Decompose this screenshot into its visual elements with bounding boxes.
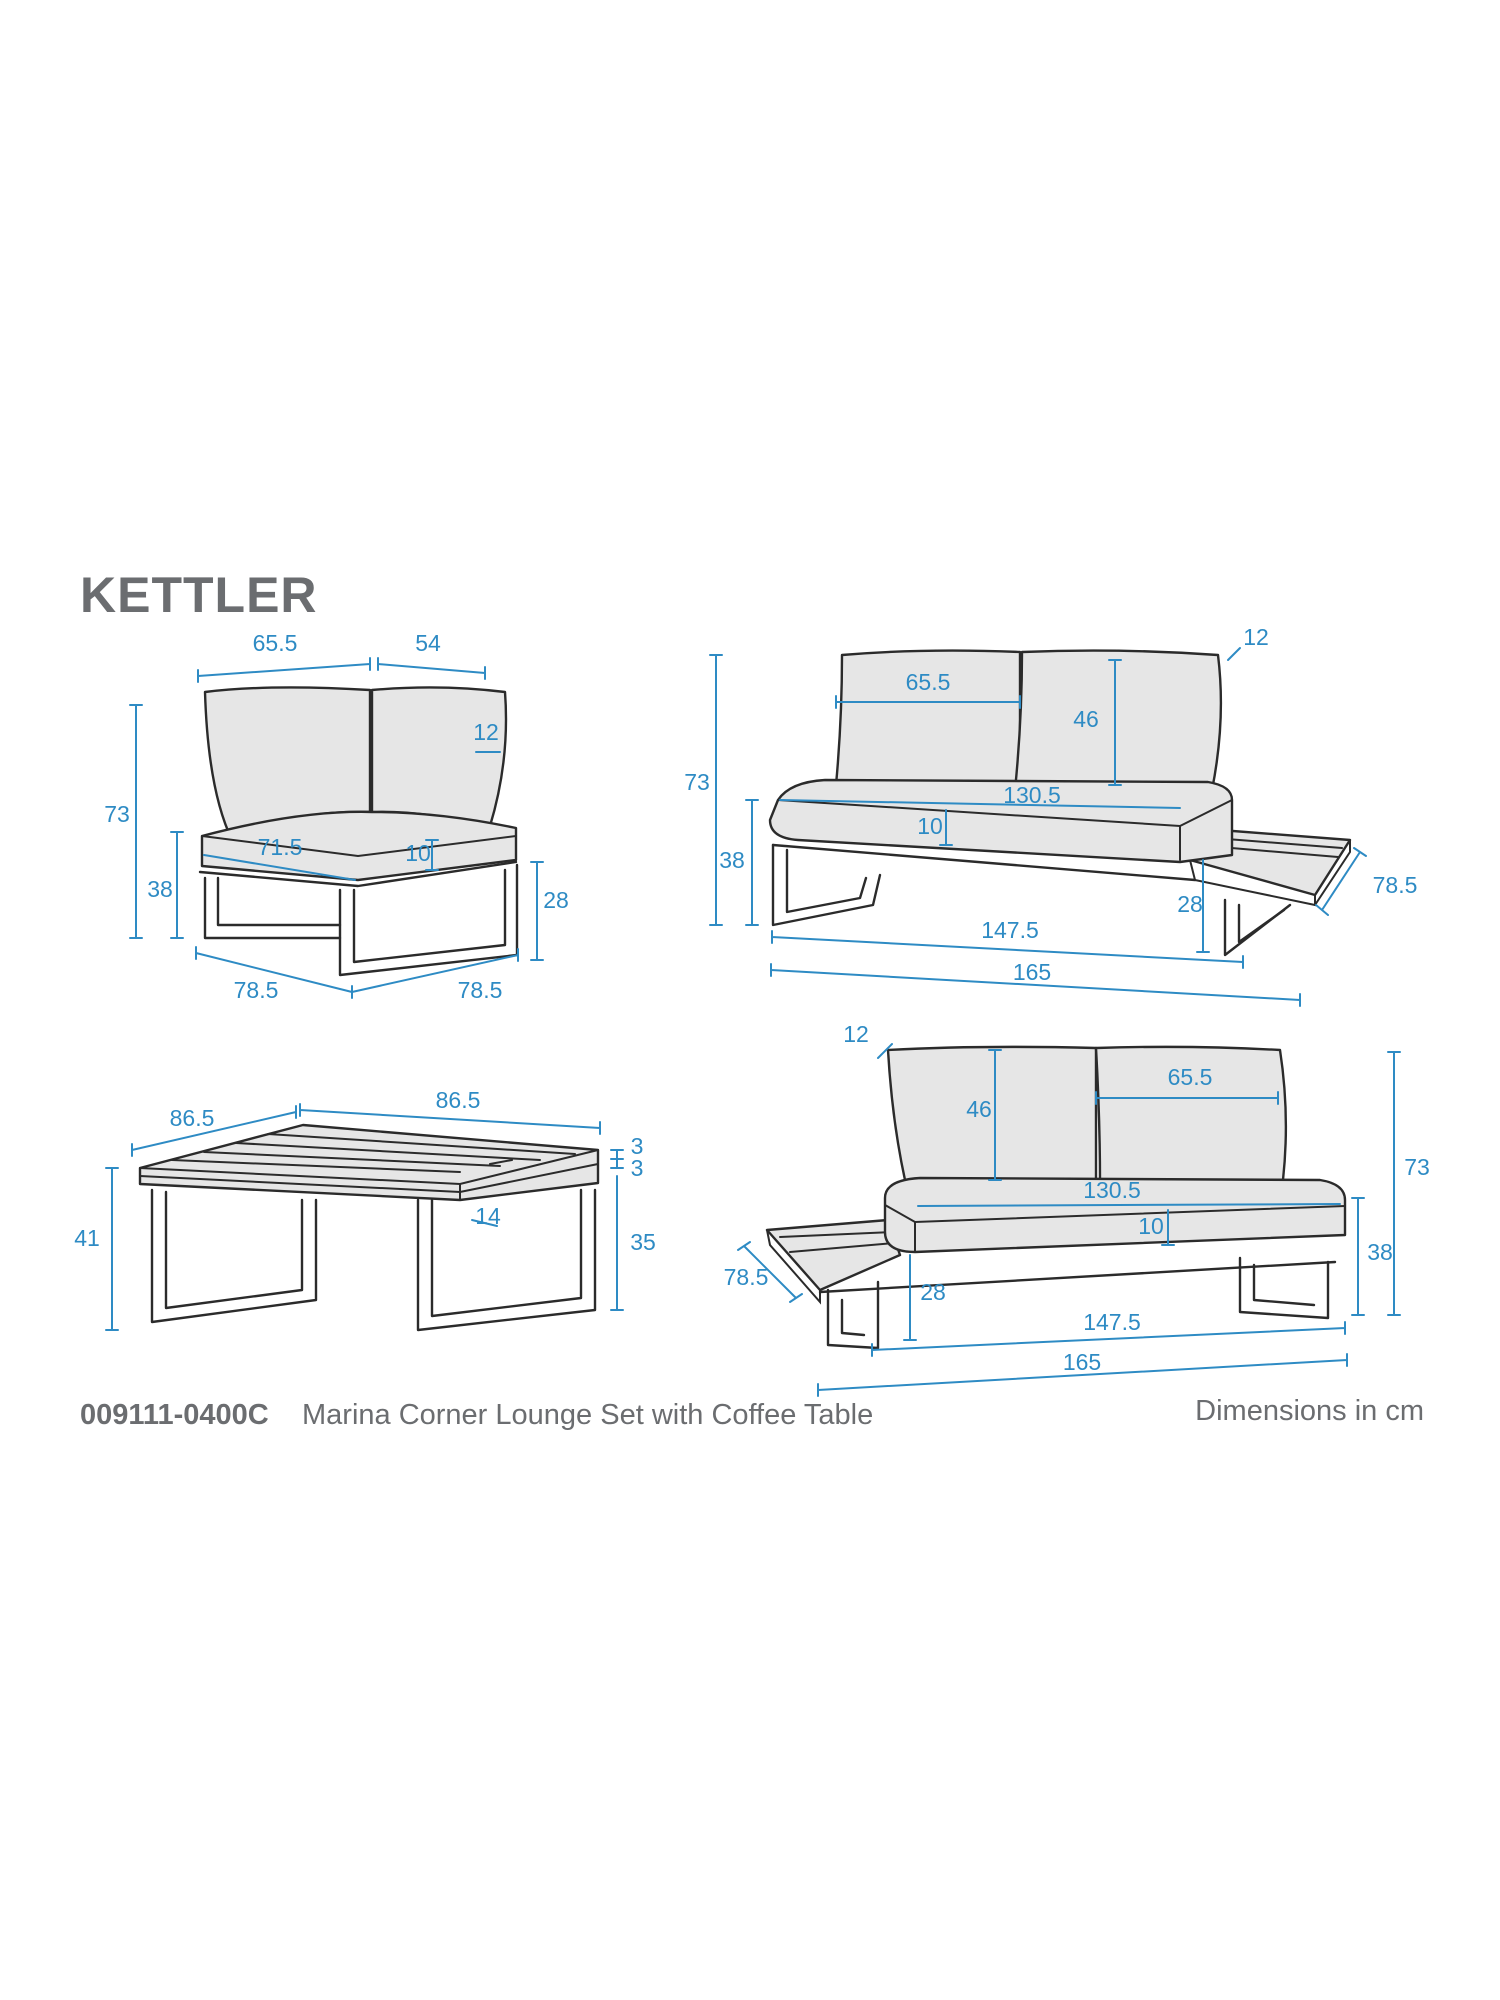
- dimension-label: 73: [1404, 1154, 1430, 1180]
- corner-chair-drawing: [198, 686, 519, 977]
- coffee-table-dimensions: 86.5 86.5 3 3 41 35 14: [74, 1087, 656, 1331]
- coffee-table-drawing: [138, 1123, 600, 1332]
- dimension-label: 78.5: [234, 977, 279, 1003]
- dimension-label: 38: [719, 847, 745, 873]
- dimension-label: 35: [630, 1229, 656, 1255]
- dimension-label: 12: [473, 719, 499, 745]
- dimension-label: 41: [74, 1225, 100, 1251]
- dimension-label: 165: [1063, 1349, 1101, 1375]
- sofa-left-drawing: [765, 1045, 1347, 1350]
- dimension-label: 73: [104, 801, 130, 827]
- units-note: Dimensions in cm: [1195, 1395, 1424, 1427]
- dimension-label: 78.5: [724, 1264, 769, 1290]
- product-name: Marina Corner Lounge Set with Coffee Tab…: [302, 1399, 873, 1431]
- dimension-label: 3: [631, 1155, 644, 1181]
- dimension-label: 130.5: [1083, 1177, 1141, 1203]
- dimension-label: 28: [543, 887, 569, 913]
- dimension-label: 73: [684, 769, 710, 795]
- dimension-label: 12: [1243, 624, 1269, 650]
- dimension-label: 78.5: [1373, 872, 1418, 898]
- product-code: 009111-0400C: [80, 1399, 269, 1431]
- brand-logo: KETTLER: [80, 567, 318, 623]
- corner-chair-dimensions: 65.5 54 12 73 38 71.5 10 28 78.5 78.5: [104, 630, 569, 1003]
- dimension-label: 71.5: [258, 834, 303, 860]
- dimension-label: 38: [147, 876, 173, 902]
- dimension-label: 86.5: [170, 1105, 215, 1131]
- sofa-left-dimensions: 12 46 65.5 73 130.5 10 38 78.5 28 147.5 …: [724, 1021, 1430, 1397]
- dimension-label: 147.5: [981, 917, 1039, 943]
- sofa-right-dimensions: 12 65.5 46 73 130.5 10 38 28 78.5 147.5 …: [684, 624, 1418, 1007]
- dimension-label: 12: [843, 1021, 869, 1047]
- dimension-label: 46: [966, 1096, 992, 1122]
- dimension-label: 65.5: [906, 669, 951, 695]
- sofa-right-drawing: [768, 649, 1352, 957]
- dimension-label: 28: [920, 1279, 946, 1305]
- dimension-label: 54: [415, 630, 441, 656]
- dimension-label: 10: [917, 813, 943, 839]
- dimension-label: 65.5: [253, 630, 298, 656]
- dimension-label: 10: [405, 840, 431, 866]
- dimension-label: 78.5: [458, 977, 503, 1003]
- dimension-label: 28: [1177, 891, 1203, 917]
- dimension-label: 38: [1367, 1239, 1393, 1265]
- dimension-label: 14: [475, 1203, 501, 1229]
- dimension-label: 10: [1138, 1213, 1164, 1239]
- dimension-label: 147.5: [1083, 1309, 1141, 1335]
- dimension-label: 46: [1073, 706, 1099, 732]
- dimension-label: 65.5: [1168, 1064, 1213, 1090]
- dimension-label: 165: [1013, 959, 1051, 985]
- dimension-label: 130.5: [1003, 782, 1061, 808]
- dimension-label: 86.5: [436, 1087, 481, 1113]
- dimension-label: 3: [631, 1133, 644, 1159]
